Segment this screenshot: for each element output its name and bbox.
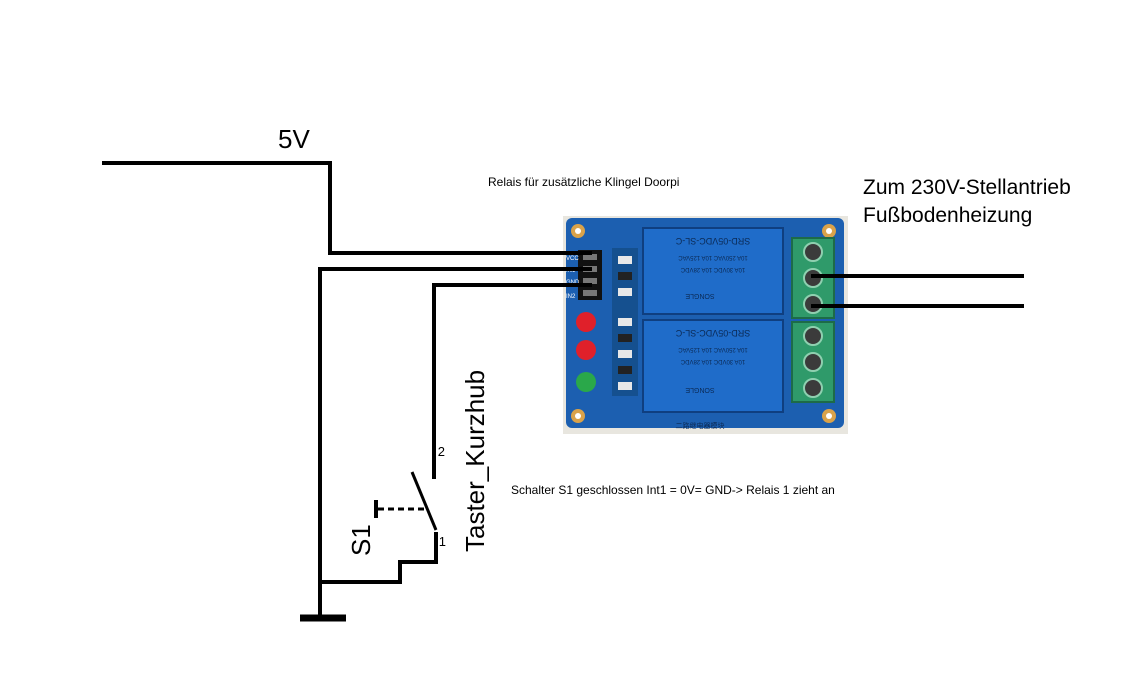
relay-module: VCC IN1 GND IN2 SRD-05VDC-SL-C 10A 250VA… bbox=[563, 216, 848, 434]
relay-brand: SONGLE bbox=[685, 292, 715, 299]
relay-part-number: SRD-05VDC-SL-C bbox=[675, 236, 750, 246]
relay-brand: SONGLE bbox=[685, 386, 715, 393]
wire-gnd bbox=[318, 267, 592, 582]
switch-type-label: Taster_Kurzhub bbox=[460, 370, 490, 552]
pcb-print: 二路继电器模块 bbox=[676, 421, 725, 430]
switch-name-label: S1 bbox=[346, 524, 376, 556]
actuator-label-line1: Zum 230V-Stellantrieb bbox=[863, 176, 1071, 199]
screw-terminal bbox=[803, 326, 823, 346]
relay-part-number: SRD-05VDC-SL-C bbox=[675, 328, 750, 338]
relay-rating: 10A 250VAC 10A 125VAC bbox=[678, 346, 748, 352]
relay-caption: Relais für zusätzliche Klingel Doorpi bbox=[488, 175, 679, 189]
note-label: Schalter S1 geschlossen Int1 = 0V= GND->… bbox=[511, 483, 835, 497]
relay-1: SRD-05VDC-SL-C 10A 250VAC 10A 125VAC 10A… bbox=[642, 227, 784, 315]
switch-s1 bbox=[374, 471, 438, 531]
screw-terminal bbox=[803, 352, 823, 372]
screw-terminal bbox=[803, 378, 823, 398]
led-green bbox=[576, 372, 596, 392]
wire-int1 bbox=[432, 283, 592, 479]
switch-lever bbox=[410, 471, 438, 531]
smd-components bbox=[612, 248, 638, 396]
led-red bbox=[576, 312, 596, 332]
pin-label: IN2 bbox=[566, 294, 576, 300]
relay-rating: 10A 30VDC 10A 28VDC bbox=[680, 358, 745, 364]
pin-1-label: 1 bbox=[439, 534, 446, 549]
actuator-label-line2: Fußbodenheizung bbox=[863, 204, 1032, 227]
wire-5v bbox=[102, 161, 592, 255]
wire-switch-to-gnd bbox=[318, 532, 438, 584]
relay-rating: 10A 30VDC 10A 28VDC bbox=[680, 266, 745, 272]
relay-2: SRD-05VDC-SL-C 10A 250VAC 10A 125VAC 10A… bbox=[642, 319, 784, 413]
screw-terminal bbox=[803, 242, 823, 262]
pin-label: VCC bbox=[566, 256, 579, 262]
wires bbox=[102, 161, 1024, 584]
supply-label: 5V bbox=[278, 124, 310, 154]
led-red bbox=[576, 340, 596, 360]
relay-rating: 10A 250VAC 10A 125VAC bbox=[678, 254, 748, 260]
pin-2-label: 2 bbox=[438, 444, 445, 459]
